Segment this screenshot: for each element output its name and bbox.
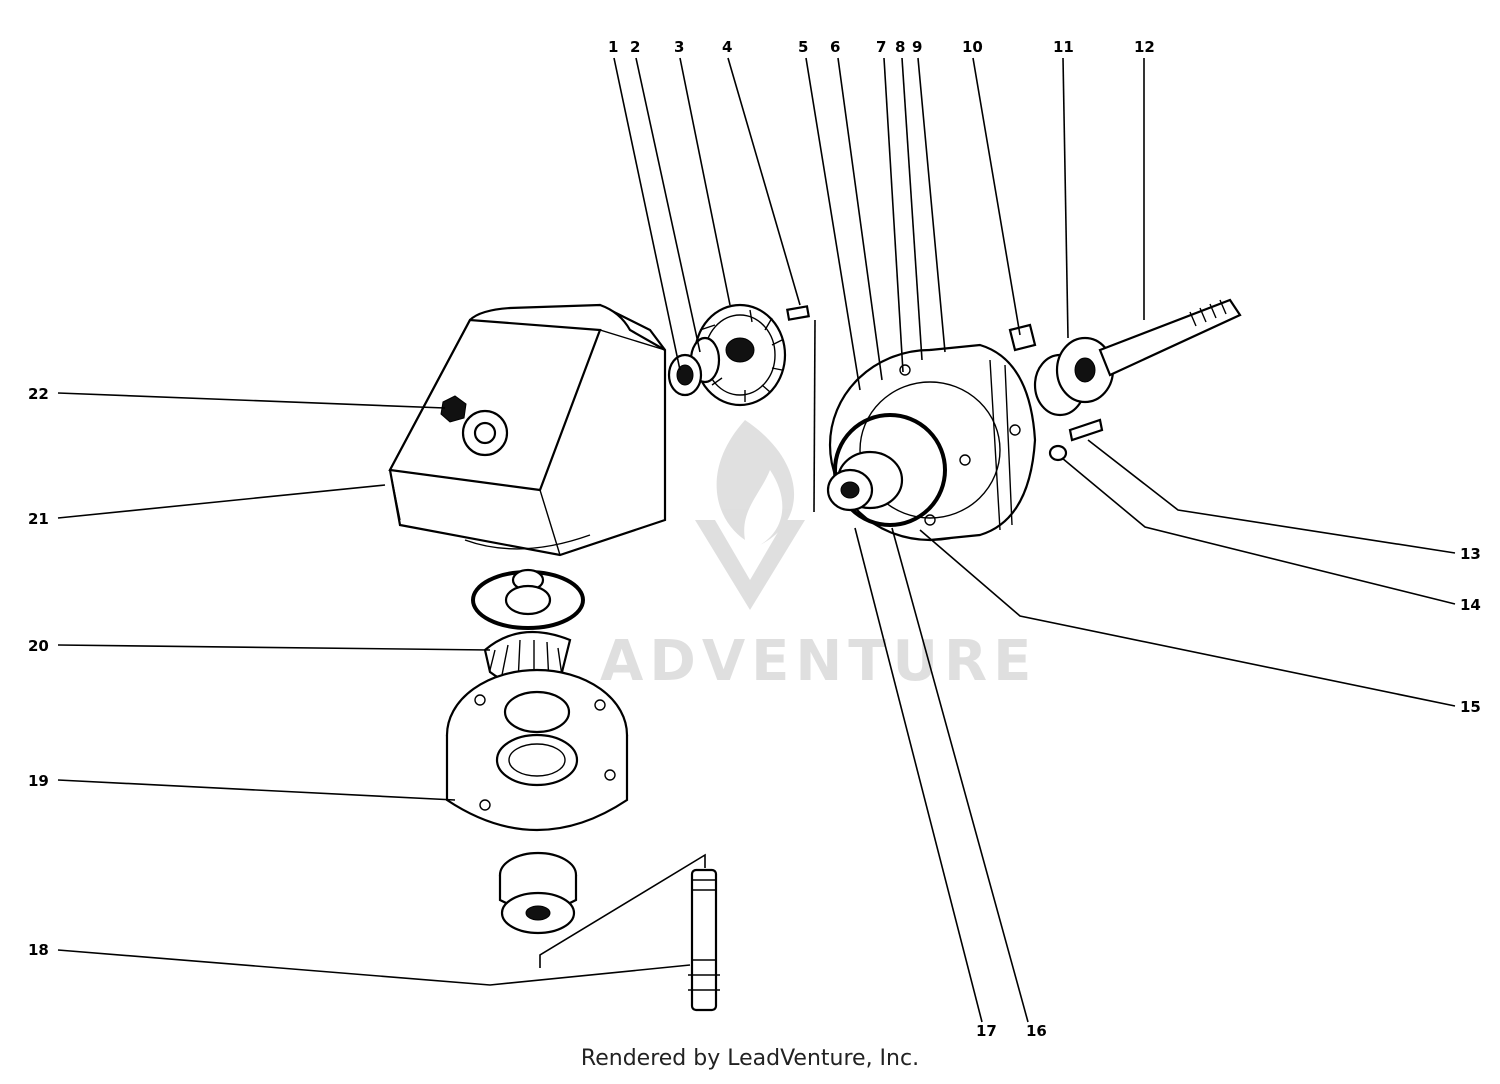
stud [688, 868, 720, 1012]
callout-20: 20 [28, 637, 49, 655]
watermark-text: ADVENTURE [600, 629, 1037, 694]
bevel-gear-assembly [667, 303, 810, 407]
callout-2: 2 [630, 38, 640, 56]
callout-22: 22 [28, 385, 49, 403]
callout-17: 17 [976, 1022, 997, 1040]
callout-labels: 1 2 3 4 5 6 7 8 9 10 11 12 13 14 15 16 1… [28, 38, 1481, 1040]
leader-lines [57, 57, 1456, 1023]
callout-16: 16 [1026, 1022, 1047, 1040]
callout-19: 19 [28, 772, 49, 790]
callout-5: 5 [798, 38, 808, 56]
watermark: ADVENTURE [600, 420, 1037, 694]
callout-13: 13 [1460, 545, 1481, 563]
callout-4: 4 [722, 38, 732, 56]
callout-21: 21 [28, 510, 49, 528]
callout-9: 9 [912, 38, 922, 56]
callout-8: 8 [895, 38, 905, 56]
callout-18: 18 [28, 941, 49, 959]
callout-6: 6 [830, 38, 840, 56]
lower-gear-stack [445, 568, 629, 935]
right-housing-assembly [826, 298, 1242, 542]
callout-1: 1 [608, 38, 618, 56]
callout-7: 7 [876, 38, 886, 56]
callout-10: 10 [962, 38, 983, 56]
callout-14: 14 [1460, 596, 1481, 614]
callout-11: 11 [1053, 38, 1074, 56]
callout-12: 12 [1134, 38, 1155, 56]
gearbox-housing [388, 303, 667, 557]
footer-credit: Rendered by LeadVenture, Inc. [580, 1046, 920, 1071]
callout-3: 3 [674, 38, 684, 56]
callout-15: 15 [1460, 698, 1481, 716]
